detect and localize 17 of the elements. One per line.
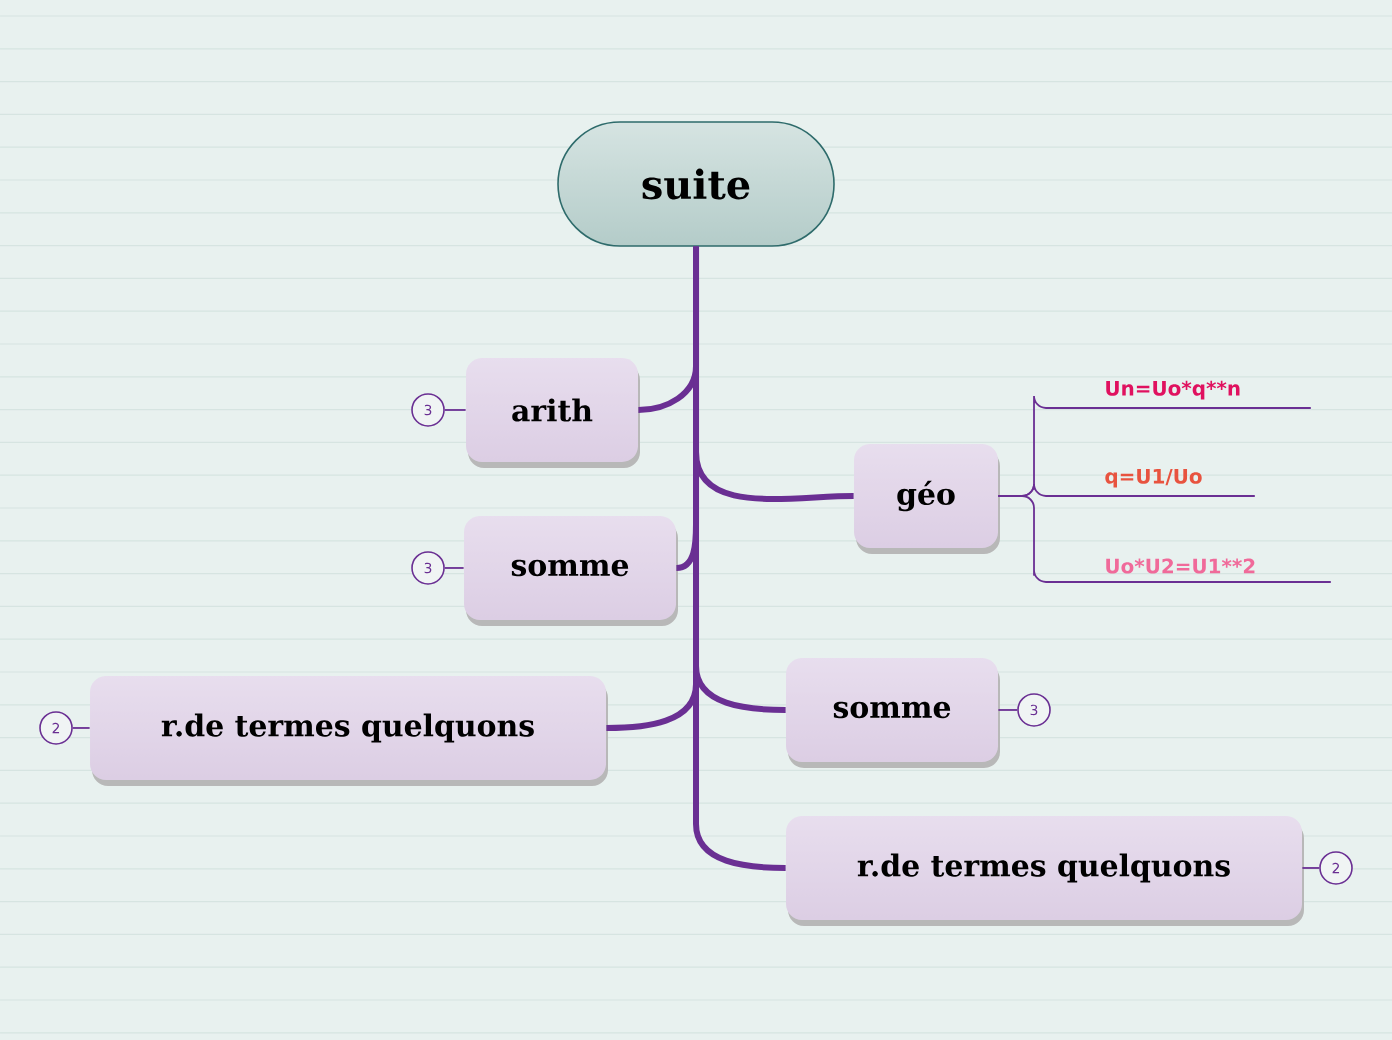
subtopic-text: q=U1/Uo [1105, 468, 1202, 488]
connector-line [1301, 867, 1321, 869]
branch-line [693, 246, 786, 871]
topic-box: r.de termes quelquons [786, 816, 1304, 926]
connector-line [71, 727, 91, 729]
connector-line [443, 409, 467, 411]
central-topic-box: suite [557, 121, 835, 247]
branch-line [997, 495, 1332, 583]
connector-line [997, 709, 1019, 711]
subtopic-text: Uo*U2=U1**2 [1106, 558, 1255, 574]
topic-box: arith [466, 358, 640, 468]
subtopic-text: Un=Uo*q**n [1106, 380, 1240, 400]
topic-box: somme [786, 658, 1000, 768]
connector-line [443, 567, 465, 569]
topic-box: somme [464, 516, 678, 626]
topic-box: r.de termes quelquons [90, 676, 608, 786]
topic-box: géo [854, 444, 1000, 554]
